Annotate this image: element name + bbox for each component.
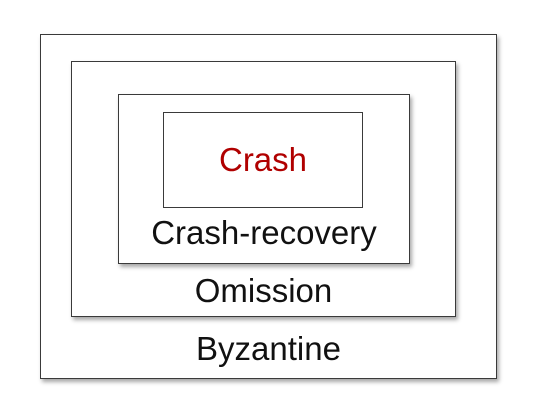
crash-recovery-box: Crash-recovery Crash — [118, 94, 410, 264]
crash-box: Crash — [163, 112, 363, 208]
byzantine-box: Byzantine Omission Crash-recovery Crash — [40, 34, 497, 379]
byzantine-label: Byzantine — [196, 330, 341, 367]
omission-box: Omission Crash-recovery Crash — [71, 61, 456, 317]
crash-label: Crash — [218, 141, 308, 178]
omission-label: Omission — [194, 272, 333, 309]
crash-recovery-label: Crash-recovery — [151, 214, 377, 251]
